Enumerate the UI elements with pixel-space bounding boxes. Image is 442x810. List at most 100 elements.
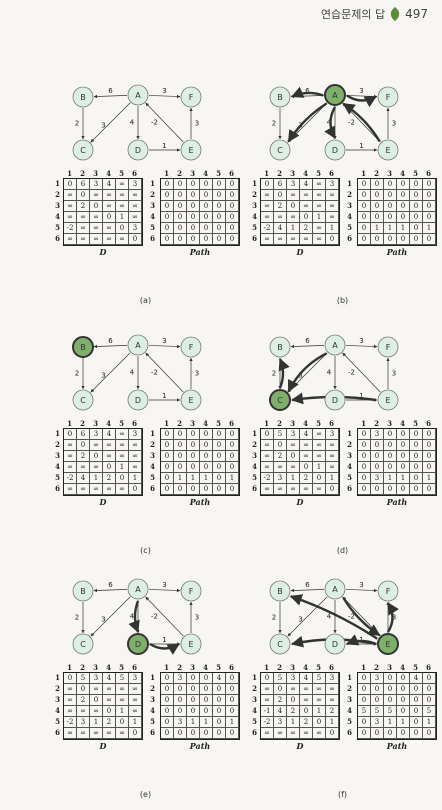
matrix-cell: 0 xyxy=(200,706,213,717)
matrix-cell: ∞ xyxy=(129,212,142,223)
graph-edge xyxy=(148,344,181,349)
matrix-cell: 0 xyxy=(423,462,436,473)
column-header: 4 xyxy=(303,169,308,178)
matrix-cell: 0 xyxy=(397,706,410,717)
matrix-cell: 2 xyxy=(300,717,313,728)
matrix-cell: 0 xyxy=(213,223,226,234)
matrix-cell: 1 xyxy=(384,473,397,484)
matrix-cell: 0 xyxy=(64,673,77,684)
path-matrix-label: Path xyxy=(386,497,408,507)
matrix-cell: 0 xyxy=(423,484,436,495)
matrix-cell: 0 xyxy=(423,212,436,223)
matrix-cell: 0 xyxy=(200,673,213,684)
matrix-cell: 3 xyxy=(371,429,384,440)
matrix-cell: 1 xyxy=(423,473,436,484)
matrix-cell: 3 xyxy=(371,673,384,684)
matrix-cell: 0 xyxy=(213,462,226,473)
matrix-cell: 0 xyxy=(358,179,371,190)
matrix-cell: ∞ xyxy=(129,201,142,212)
matrix-cell: 0 xyxy=(410,440,423,451)
matrix-cell: 0 xyxy=(371,462,384,473)
row-header: 4 xyxy=(55,212,60,221)
graph-edge xyxy=(290,588,325,593)
matrix-cell: 0 xyxy=(384,462,397,473)
matrix-cell: 1 xyxy=(397,717,410,728)
row-header: 5 xyxy=(252,223,257,232)
edge-weight-label: 1 xyxy=(162,636,166,644)
row-header: 1 xyxy=(347,673,352,682)
matrix-cell: 0 xyxy=(187,673,200,684)
row-header: 1 xyxy=(55,429,60,438)
matrix-cell: ∞ xyxy=(300,451,313,462)
matrix-cell: ∞ xyxy=(116,190,129,201)
matrix-cell: ∞ xyxy=(129,440,142,451)
matrix-cell: 0 xyxy=(174,212,187,223)
graph-edge xyxy=(345,344,378,349)
matrix-cell: ∞ xyxy=(103,451,116,462)
matrix-cell: 1 xyxy=(384,223,397,234)
edge-weight-label: -2 xyxy=(348,369,355,377)
graph-edge xyxy=(287,352,328,393)
graph-edge xyxy=(287,596,328,637)
edge-weight-label: -2 xyxy=(151,369,158,377)
column-header: 5 xyxy=(216,419,221,428)
graph-node-a xyxy=(324,84,346,106)
node-label: C xyxy=(277,640,283,649)
edge-weight-label: 3 xyxy=(101,122,105,130)
matrix-cell: 3 xyxy=(174,673,187,684)
edge-weight-label: 4 xyxy=(327,119,332,127)
shortest-path-arrow xyxy=(291,86,324,98)
graph-node-c xyxy=(72,389,94,411)
node-label: B xyxy=(277,343,283,352)
matrix-cell: 0 xyxy=(397,429,410,440)
matrix-cell: 2 xyxy=(77,201,90,212)
matrix-cell: 3 xyxy=(129,673,142,684)
matrix-cell: 0 xyxy=(371,190,384,201)
edge-weight-label: 4 xyxy=(130,613,135,621)
node-label: A xyxy=(332,341,338,350)
matrix-cell: 0 xyxy=(358,673,371,684)
column-header: 5 xyxy=(216,663,221,672)
matrix-cell: 0 xyxy=(410,728,423,739)
graph-node-e xyxy=(180,633,202,655)
graph-edge xyxy=(90,596,131,637)
matrix-cell: 0 xyxy=(358,234,371,245)
matrix-cell: 5 xyxy=(116,673,129,684)
matrix-cell: ∞ xyxy=(287,212,300,223)
matrix-cell: 0 xyxy=(187,695,200,706)
column-header: 3 xyxy=(93,169,98,178)
matrix-cell: 0 xyxy=(226,706,239,717)
column-header: 4 xyxy=(106,663,111,672)
edge-weight-label: 3 xyxy=(298,616,302,624)
row-header: 2 xyxy=(347,190,352,199)
matrix-cell: 0 xyxy=(326,728,339,739)
row-header: 1 xyxy=(150,429,155,438)
matrix-cell: 1 xyxy=(423,717,436,728)
column-header: 2 xyxy=(177,663,182,672)
column-header: 6 xyxy=(229,419,234,428)
column-header: 1 xyxy=(67,419,72,428)
row-header: 4 xyxy=(347,212,352,221)
column-header: 1 xyxy=(67,663,72,672)
edge-weight-label: 6 xyxy=(305,337,310,345)
matrix-cell: 2 xyxy=(274,201,287,212)
node-label: B xyxy=(277,93,283,102)
matrix-cell: 0 xyxy=(213,473,226,484)
matrix-cell: 0 xyxy=(397,440,410,451)
matrix-cell: ∞ xyxy=(116,451,129,462)
matrix-cell: -2 xyxy=(64,473,77,484)
matrix-cell: 0 xyxy=(261,673,274,684)
matrix-cell: 3 xyxy=(129,223,142,234)
matrix-cell: 0 xyxy=(287,451,300,462)
matrix-cell: 0 xyxy=(161,462,174,473)
matrix-cell: ∞ xyxy=(116,201,129,212)
node-label: A xyxy=(135,341,141,350)
matrix-cell: 3 xyxy=(326,179,339,190)
